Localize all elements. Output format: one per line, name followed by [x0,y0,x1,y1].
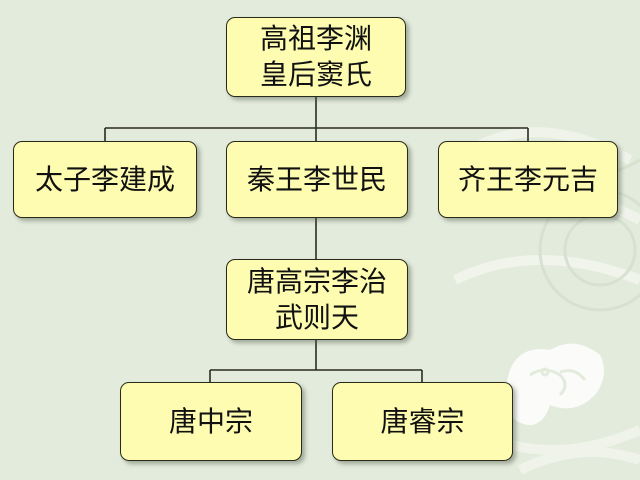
node-label-line: 唐高宗李治 [246,264,387,298]
node-label-line: 高祖李渊 [259,22,372,55]
node-label: 唐中宗 [168,404,253,438]
node-crown-prince-li-jiancheng: 太子李建成 [13,141,197,218]
node-label: 秦王李世民 [246,162,387,196]
node-label: 唐睿宗 [380,404,465,438]
node-zhongzong: 唐中宗 [120,382,302,461]
node-label-line: 武则天 [274,300,359,334]
node-ruizong: 唐睿宗 [332,382,513,461]
node-label-line: 皇后窦氏 [259,58,372,91]
node-label: 太子李建成 [34,162,175,196]
node-prince-qin-li-shimin: 秦王李世民 [226,141,408,218]
node-gaozong-li-zhi: 唐高宗李治 武则天 [226,259,408,340]
node-prince-qi-li-yuanji: 齐王李元吉 [438,141,618,218]
node-gaozu-li-yuan: 高祖李渊 皇后窦氏 [226,17,406,97]
node-label: 齐王李元吉 [457,162,598,196]
